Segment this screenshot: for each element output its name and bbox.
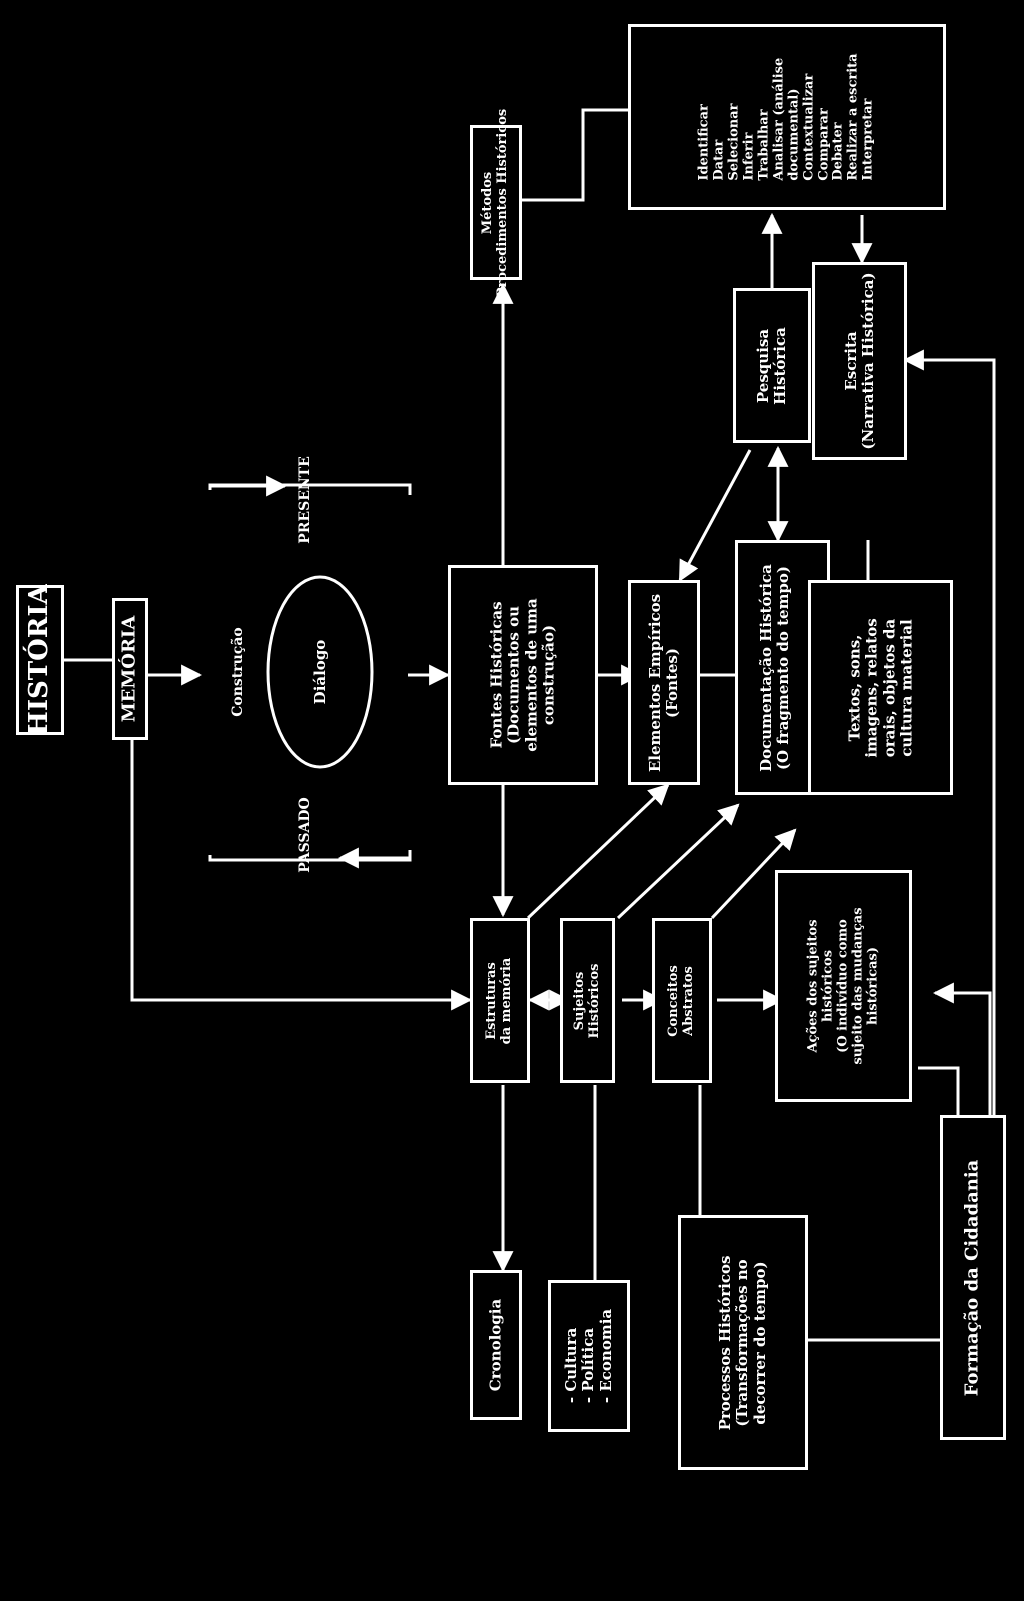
tipos-label: Textos, sons,imagens, relatos orais, obj… <box>845 617 915 758</box>
link-acoes-formacao <box>918 1066 960 1130</box>
escrita-box: Escrita(Narrativa Histórica) <box>812 262 907 460</box>
formacao-label: Formação da Cidadania <box>961 1159 983 1396</box>
fontes-label: Fontes Históricas(Documentos ou elemento… <box>487 598 558 752</box>
tipos-box: Textos, sons,imagens, relatos orais, obj… <box>808 580 953 795</box>
elementos-box: Elementos Empíricos(Fontes) <box>628 580 700 785</box>
link-memoria-estruturas <box>130 740 473 1011</box>
tempo-frame-bottom <box>208 850 412 862</box>
escrita-label: Escrita(Narrativa Histórica) <box>841 272 877 450</box>
link-elementos-pesquisa <box>678 449 752 582</box>
label-presente: PRESENTE <box>297 456 313 544</box>
link-formacao-acoes <box>932 982 992 1130</box>
cronologia-box: Cronologia <box>470 1270 522 1420</box>
processos-box: Processos Históricos(Transformações no d… <box>678 1215 808 1470</box>
documentacao-label: Documentação Histórica(O fragmento do te… <box>756 563 792 772</box>
historia-box: HISTÓRIA <box>16 584 64 736</box>
label-construcao: Construção <box>230 627 246 717</box>
dimensoes-label: - Cultura- Política - Economia <box>562 1308 615 1404</box>
elementos-label: Elementos Empíricos(Fontes) <box>645 593 681 772</box>
dialogo-ellipse <box>266 575 374 769</box>
historia-label: HISTÓRIA <box>24 584 55 736</box>
link-estruturas-elementos <box>526 783 670 920</box>
fontes-box: Fontes Históricas(Documentos ou elemento… <box>448 565 598 785</box>
memoria-label: MEMÓRIA <box>118 615 140 723</box>
processos-label: Processos Históricos(Transformações no d… <box>716 1255 769 1430</box>
memoria-box: MEMÓRIA <box>112 598 148 740</box>
label-passado: PASSADO <box>297 797 313 873</box>
cronologia-label: Cronologia <box>486 1298 505 1392</box>
formacao-box: Formação da Cidadania <box>940 1115 1006 1440</box>
link-formacao-escrita <box>902 349 996 1130</box>
dimensoes-box: - Cultura- Política - Economia <box>548 1280 630 1432</box>
link-sujeitos-documentacao <box>616 803 740 920</box>
link-conceitos-documentacao <box>710 828 797 920</box>
label-dialogo: Diálogo <box>311 639 329 705</box>
link-metodos-procedimentos <box>522 108 640 202</box>
